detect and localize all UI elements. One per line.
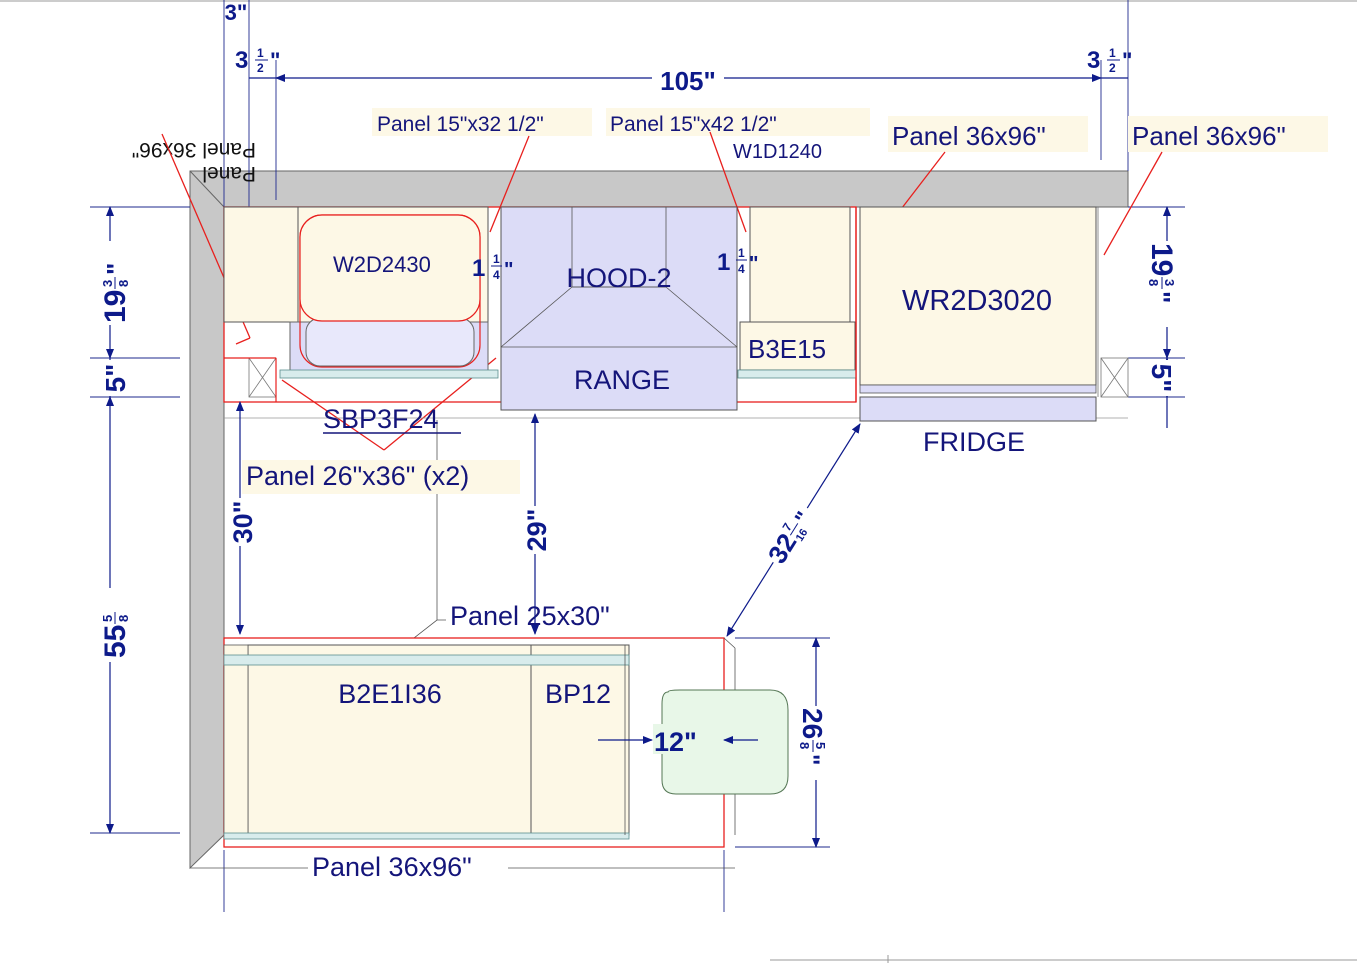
sbp3f24-label: SBP3F24 <box>323 404 439 434</box>
svg-text:2: 2 <box>257 61 264 75</box>
left-mid-dim: 5" <box>100 360 131 396</box>
svg-text:1: 1 <box>493 252 500 266</box>
top-cabinet-run <box>223 206 1128 419</box>
overall-width-label: 105" <box>660 66 716 96</box>
top-left-offset-dim: 3 1 2 " <box>235 46 280 79</box>
b3e15-label: B3E15 <box>748 334 826 364</box>
panel-25x30-bg <box>446 600 642 634</box>
svg-text:1: 1 <box>717 249 730 276</box>
svg-text:30": 30" <box>228 501 258 544</box>
top-left-small-dim: 3" <box>225 0 248 25</box>
panel-b-label: Panel 15"x42 1/2" <box>610 113 777 136</box>
panel-36x96-1-bg <box>888 116 1088 152</box>
svg-text:": " <box>504 259 513 281</box>
mirrored-panel-label: Panel 36x96" Panel <box>132 138 256 185</box>
svg-text:1: 1 <box>472 255 485 282</box>
svg-text:Panel: Panel <box>202 162 256 185</box>
svg-text:55: 55 <box>99 625 132 658</box>
svg-text:1: 1 <box>257 46 264 60</box>
panel-b-bg <box>606 108 870 136</box>
island <box>223 619 736 848</box>
svg-text:1: 1 <box>1109 46 1116 60</box>
wall-corner-line <box>189 170 225 208</box>
svg-text:5: 5 <box>813 742 828 749</box>
panel-bottom-bg <box>308 850 508 884</box>
left-lower-dim: 55 5 8 <box>99 588 132 662</box>
panel-36x96-2-label: Panel 36x96" <box>1132 121 1286 151</box>
svg-text:5": 5" <box>1146 364 1177 393</box>
top-right-offset-dim: 3 1 2 " <box>1087 46 1132 79</box>
tall-cabinet-fridge <box>855 206 1129 422</box>
svg-text:": " <box>797 754 824 765</box>
svg-text:26: 26 <box>797 708 828 739</box>
svg-text:2: 2 <box>1109 61 1116 75</box>
svg-text:8: 8 <box>116 615 131 622</box>
svg-text:3: 3 <box>100 280 115 287</box>
svg-text:19: 19 <box>99 290 132 323</box>
svg-text:1: 1 <box>738 246 745 260</box>
fridge-label: FRIDGE <box>923 427 1025 457</box>
svg-text:": " <box>1122 48 1132 73</box>
svg-text:5": 5" <box>100 364 131 393</box>
overall-width-dimension: 105" <box>275 62 1102 96</box>
aisle-29-dim: 29" <box>522 413 552 635</box>
panel-36x96-1-label: Panel 36x96" <box>892 121 1046 151</box>
svg-text:Panel 36x96": Panel 36x96" <box>132 138 256 161</box>
wr2d3020-label: WR2D3020 <box>902 285 1052 317</box>
svg-text:": " <box>270 48 280 73</box>
panel-a-label: Panel 15"x32 1/2" <box>377 113 544 136</box>
overhang-label: 12" <box>654 727 697 757</box>
svg-text:": " <box>749 253 758 275</box>
svg-text:3: 3 <box>235 47 248 74</box>
svg-text:4: 4 <box>493 268 500 282</box>
svg-text:4: 4 <box>738 262 745 276</box>
hood-range <box>500 206 738 411</box>
left-gap-dim: 1 1 4 " <box>472 252 513 282</box>
panel-25x30-label: Panel 25x30" <box>450 601 610 631</box>
svg-text:16: 16 <box>794 527 811 544</box>
svg-text:19: 19 <box>1145 243 1178 276</box>
left-upper-dim: 19 3 8 " <box>99 241 132 325</box>
bp12-label: BP12 <box>545 679 611 709</box>
w2d2430-label: W2D2430 <box>333 252 431 277</box>
panel-a-bg <box>372 108 592 136</box>
panel-36x96-2-bg <box>1128 116 1328 152</box>
aisle-30-dim: 30" <box>228 401 258 635</box>
svg-text:8: 8 <box>116 280 131 287</box>
svg-text:5: 5 <box>100 615 115 622</box>
svg-text:8: 8 <box>797 742 812 749</box>
diagonal-dim: 32 7 16 " <box>726 423 861 637</box>
svg-text:3: 3 <box>1162 279 1177 286</box>
svg-text:3: 3 <box>1087 47 1100 74</box>
hood-label: HOOD-2 <box>566 263 671 293</box>
right-mid-dim: 5" <box>1146 360 1177 396</box>
island-depth-dim: 26 5 8 " <box>797 637 829 848</box>
panel-26x36-bg <box>242 460 520 494</box>
right-upper-dim: 19 3 8 " <box>1145 241 1178 327</box>
svg-text:": " <box>101 263 131 275</box>
right-gap-dim: 1 1 4 " <box>717 246 758 276</box>
svg-text:29": 29" <box>522 509 552 552</box>
panel-26x36-label: Panel 26"x36" (x2) <box>246 461 469 491</box>
b2e1i36-label: B2E1I36 <box>338 679 442 709</box>
range-label: RANGE <box>574 365 670 395</box>
w1d1240-label: W1D1240 <box>733 141 822 163</box>
svg-text:8: 8 <box>1146 279 1161 286</box>
panel-bottom-label: Panel 36x96" <box>312 852 472 882</box>
svg-text:": " <box>1146 291 1176 303</box>
overhang-dim: 12" <box>598 724 758 757</box>
